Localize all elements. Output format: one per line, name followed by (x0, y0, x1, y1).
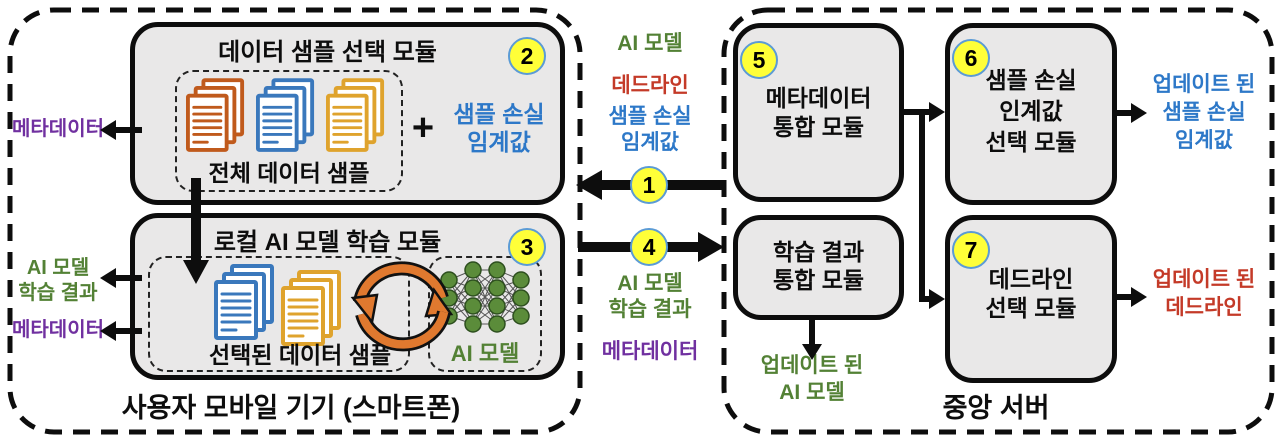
module-title: 메타데이터 통합 모듈 (765, 84, 872, 140)
metadata-merge-module: 5 메타데이터 통합 모듈 (733, 23, 904, 202)
channel-result-label: AI 모델 학습 결과 (608, 272, 692, 321)
selected-data-sample-label: 선택된 데이터 샘플 (208, 342, 392, 368)
step-badge-3: 3 (508, 228, 546, 266)
document-stack-icon-blue (214, 264, 274, 340)
step-badge-1: 1 (630, 166, 668, 204)
threshold-select-module: 6 샘플 손실 인계값 선택 모듈 (945, 23, 1117, 205)
document-stack-icon-blue (256, 78, 315, 152)
channel-metadata-label: 메타데이터 (601, 340, 699, 363)
central-server-boundary (721, 7, 1275, 435)
metadata-output-label-bottom: 메타데이터 (12, 319, 104, 341)
module-title: 데이터 샘플 선택 모듈 (218, 39, 437, 66)
step-badge-7: 7 (952, 231, 990, 269)
module-title: 샘플 손실 인계값 선택 모듈 (985, 66, 1077, 155)
document-stack-icon-gold (326, 78, 385, 152)
step-badge-4: 4 (630, 228, 668, 266)
document-stack-icon-orange (186, 78, 245, 152)
neural-network-icon (440, 261, 530, 333)
full-data-sample-group (175, 70, 403, 192)
step-badge-5: 5 (740, 41, 778, 79)
ai-model-label: AI 모델 (450, 341, 520, 366)
updated-threshold-label: 업데이트 된 샘플 손실 임계값 (1152, 73, 1256, 152)
metadata-output-label-top: 메타데이터 (12, 118, 104, 140)
module-title: 학습 결과 통합 모듈 (772, 238, 865, 293)
plus-sign: + (411, 107, 435, 149)
local-ai-train-module: 로컬 AI 모델 학습 모듈 3 (130, 213, 565, 380)
training-result-output-label: AI 모델 학습 결과 (18, 257, 98, 304)
mobile-device-boundary (7, 7, 583, 435)
channel-threshold-label: 샘플 손실 임계값 (608, 105, 692, 154)
updated-deadline-label: 업데이트 된 데드라인 (1152, 268, 1256, 319)
training-cycle-icon (350, 261, 454, 352)
channel-ai-model-label: AI 모델 (617, 32, 683, 55)
updated-ai-model-label: 업데이트 된 AI 모델 (760, 354, 864, 404)
step-badge-6: 6 (952, 39, 990, 77)
deadline-select-module: 7 데드라인 선택 모듈 (945, 215, 1117, 383)
result-merge-module: 학습 결과 통합 모듈 (733, 215, 904, 320)
channel-deadline-label: 데드라인 (611, 74, 689, 97)
selected-data-sample-group (148, 256, 410, 372)
sample-loss-threshold-label: 샘플 손실 임계값 (453, 101, 545, 155)
mobile-device-caption: 사용자 모바일 기기 (스마트폰) (121, 393, 461, 423)
central-server-caption: 중앙 서버 (942, 393, 1050, 423)
step-badge-2: 2 (508, 37, 546, 75)
module-title: 데드라인 선택 모듈 (985, 266, 1077, 321)
document-stack-icon-gold (281, 270, 341, 346)
full-data-sample-label: 전체 데이터 샘플 (208, 160, 370, 186)
module-title: 로컬 AI 모델 학습 모듈 (213, 229, 442, 256)
